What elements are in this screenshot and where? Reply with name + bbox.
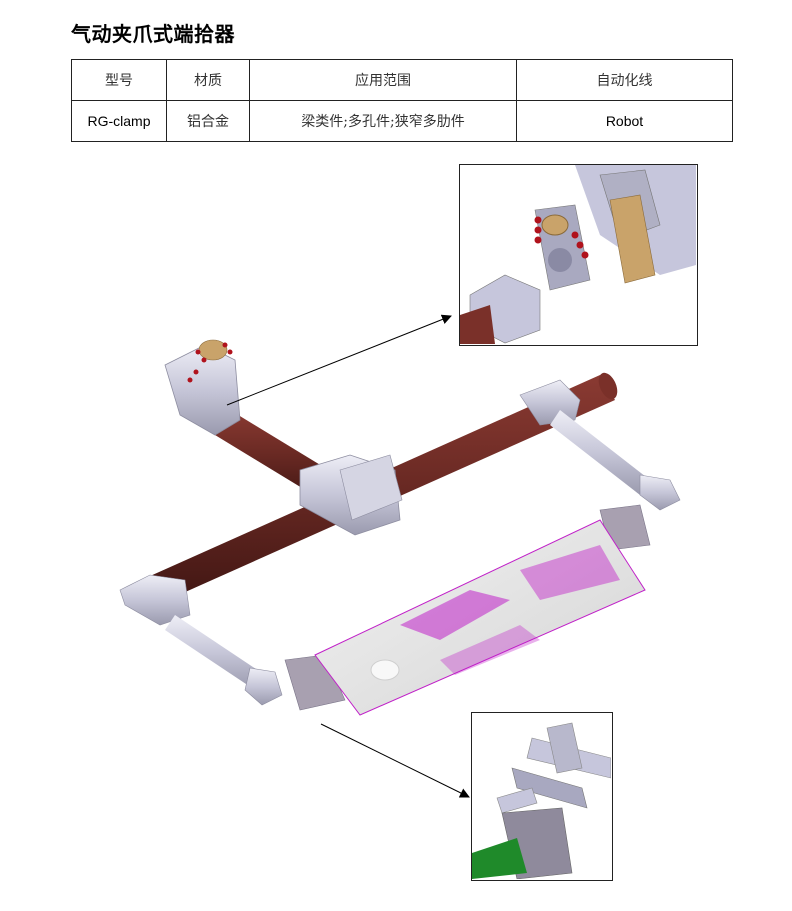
table-row: RG-clamp 铝合金 梁类件;多孔件;狭窄多肋件 Robot bbox=[71, 100, 733, 142]
callout-inset-clamp bbox=[471, 712, 613, 881]
header-material: 材质 bbox=[166, 59, 250, 101]
callout-inset-flange bbox=[459, 164, 698, 346]
table-header-row: 型号 材质 应用范围 自动化线 bbox=[71, 59, 733, 101]
page-title: 气动夹爪式端拾器 bbox=[71, 22, 235, 46]
header-application: 应用范围 bbox=[249, 59, 517, 101]
callout-arrow-top bbox=[226, 314, 452, 406]
workpiece-beam bbox=[314, 519, 646, 716]
robot-mount bbox=[164, 339, 241, 436]
spec-table: 型号 材质 应用范围 自动化线 RG-clamp 铝合金 梁类件;多孔件;狭窄多… bbox=[71, 59, 733, 142]
cell-application: 梁类件;多孔件;狭窄多肋件 bbox=[249, 100, 517, 142]
cell-model: RG-clamp bbox=[71, 100, 167, 142]
cell-automation-line: Robot bbox=[516, 100, 733, 142]
left-arm bbox=[119, 574, 346, 711]
flange-detail-image bbox=[460, 165, 696, 344]
header-model: 型号 bbox=[71, 59, 167, 101]
clamp-detail-image bbox=[472, 713, 611, 879]
center-hub bbox=[299, 454, 403, 536]
callout-arrow-bottom bbox=[320, 723, 470, 798]
cell-material: 铝合金 bbox=[166, 100, 250, 142]
